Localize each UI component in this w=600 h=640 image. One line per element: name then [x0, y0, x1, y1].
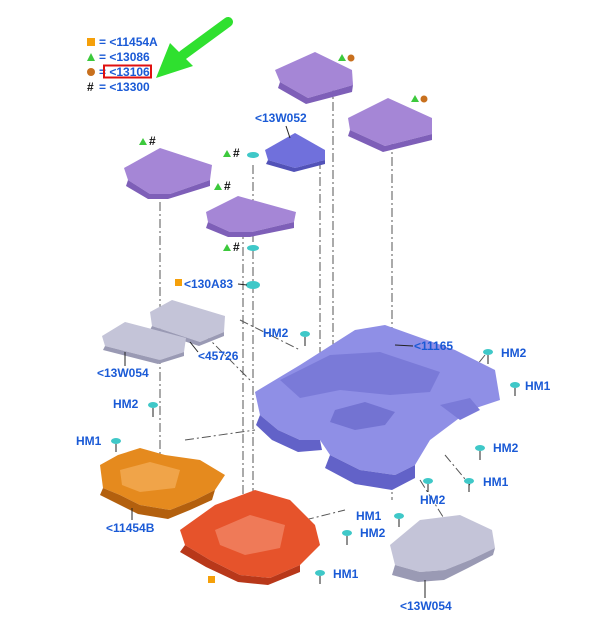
- mat-small-blue: [265, 133, 325, 172]
- triangle-icon: [223, 244, 231, 251]
- label-130a83: <130A83: [184, 277, 233, 291]
- part-11454b: [100, 448, 225, 519]
- screw-icon: [510, 382, 520, 388]
- legend-item-13086: = <13086: [99, 50, 150, 64]
- mat-front-right: [206, 196, 296, 237]
- triangle-icon: [139, 138, 147, 145]
- label-13w054-left: <13W054: [97, 366, 149, 380]
- triangle-icon: [223, 150, 231, 157]
- square-icon: [208, 576, 215, 583]
- screw-icon: [423, 478, 433, 484]
- triangle-icon: [338, 54, 346, 61]
- triangle-icon: [411, 95, 419, 102]
- square-icon: [175, 279, 182, 286]
- legend: = <11454A = <13086 = <13106 # = <13300: [87, 17, 233, 94]
- hm2-label: HM2: [420, 493, 446, 507]
- hm2-label: HM2: [113, 397, 139, 411]
- hm2-label: HM2: [360, 526, 386, 540]
- hash-icon: #: [233, 240, 240, 254]
- highlight-box: [103, 64, 152, 79]
- screw-icon: [315, 570, 325, 576]
- label-11165: <11165: [414, 339, 453, 353]
- triangle-icon: [87, 53, 95, 61]
- screw-icon: [342, 530, 352, 536]
- hm2-label: HM2: [493, 441, 519, 455]
- hm2-label: HM2: [501, 346, 527, 360]
- screw-icon: [394, 513, 404, 519]
- screw-icon: [464, 478, 474, 484]
- hm2-label: HM2: [263, 326, 289, 340]
- label-13w054-right: <13W054: [400, 599, 452, 613]
- hash-icon: #: [87, 80, 94, 94]
- part-13w054-right: [390, 515, 495, 582]
- screw-icon: [148, 402, 158, 408]
- label-45726: <45726: [198, 349, 239, 363]
- square-icon: [87, 38, 95, 46]
- legend-item-13106: = <13106: [99, 65, 150, 79]
- floor-panel-11165: [255, 325, 500, 490]
- mat-symbols: # # # #: [139, 54, 428, 583]
- legend-item-11454a: = <11454A: [99, 35, 158, 49]
- part-red-floor: [180, 490, 320, 585]
- hm1-label: HM1: [356, 509, 382, 523]
- circle-icon: [347, 54, 355, 62]
- screw-icon: [483, 349, 493, 355]
- hm1-label: HM1: [525, 379, 551, 393]
- panel-45726: [150, 300, 225, 346]
- panel-13w054-left: [102, 322, 186, 364]
- label-11454b: <11454B: [106, 521, 155, 535]
- mat-rear-left: [275, 52, 353, 104]
- circle-icon: [87, 68, 95, 76]
- arrow-icon: [156, 17, 233, 78]
- screw-icon: [475, 445, 485, 451]
- hm1-label: HM1: [483, 475, 509, 489]
- screw-icon: [300, 331, 310, 337]
- hash-icon: #: [233, 146, 240, 160]
- circle-icon: [420, 95, 428, 103]
- triangle-icon: [214, 183, 222, 190]
- hm1-label: HM1: [333, 567, 359, 581]
- mat-front-left: [124, 148, 212, 199]
- fasteners: HM2 HM2 HM1 HM2 HM1 HM2 HM1 HM2 HM1: [76, 326, 551, 584]
- legend-item-13300: = <13300: [99, 80, 150, 94]
- mat-rear-right: [348, 98, 432, 152]
- part-labels: <13W052 <130A83 <13W054 <45726 <11165 <1…: [97, 111, 453, 613]
- hash-icon: #: [149, 134, 156, 148]
- hm1-label: HM1: [76, 434, 102, 448]
- clips: [246, 152, 260, 289]
- hash-icon: #: [224, 179, 231, 193]
- label-13w052: <13W052: [255, 111, 307, 125]
- screw-icon: [111, 438, 121, 444]
